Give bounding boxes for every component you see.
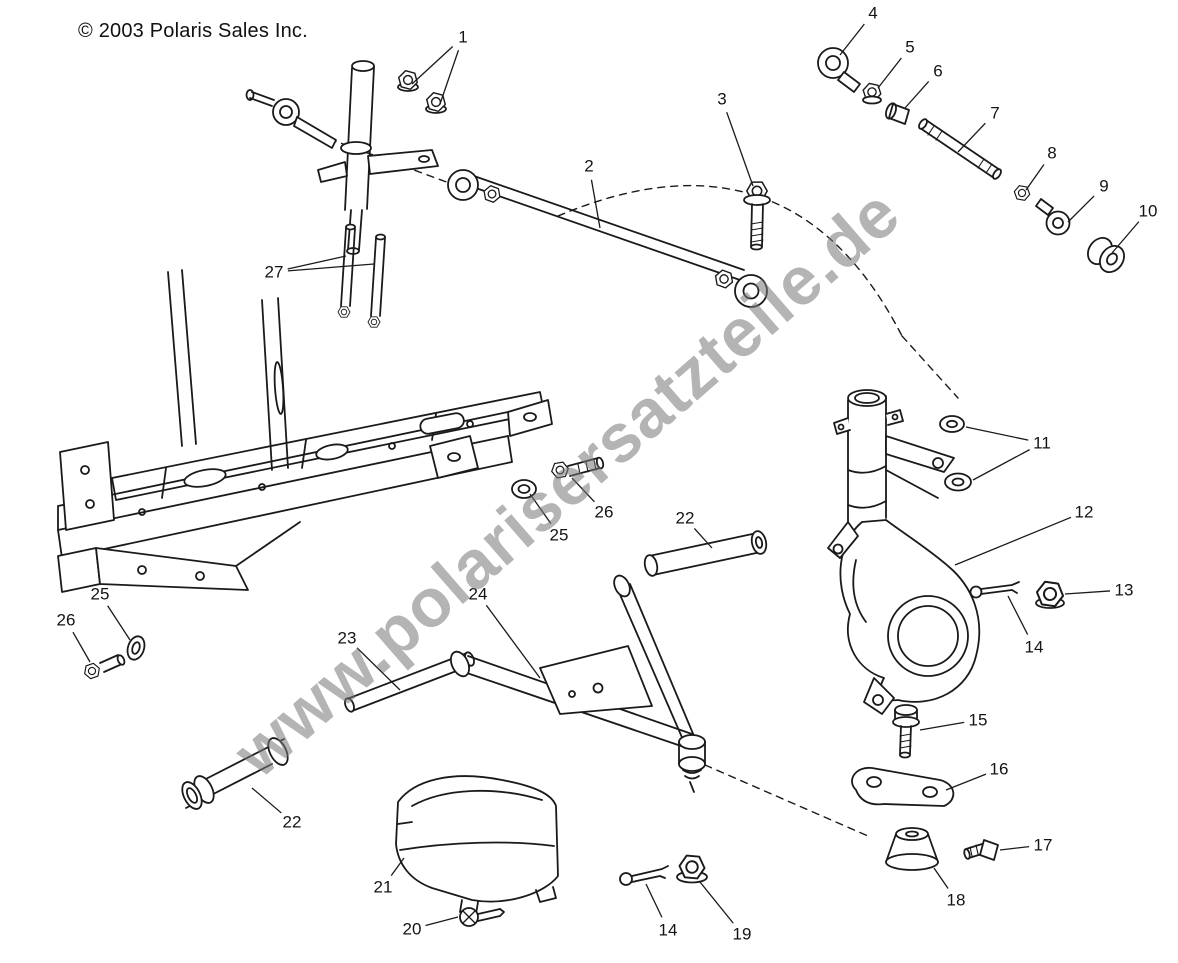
callout-leader-line — [877, 57, 902, 89]
callout-8: 8 — [1047, 144, 1056, 163]
steering-post — [245, 60, 439, 255]
callout-leader-line — [425, 916, 459, 927]
callout-leader-line — [439, 50, 460, 105]
callout-leader-line — [957, 122, 986, 153]
bolt-15 — [892, 704, 920, 759]
callout-26: 26 — [595, 503, 614, 522]
callout-leader-line — [251, 787, 282, 814]
washer-upper — [939, 415, 965, 433]
callout-leader-line — [933, 867, 949, 889]
callout-leader-line — [571, 477, 595, 503]
castle-nut — [1034, 579, 1066, 609]
callout-25: 25 — [91, 585, 110, 604]
callout-leader-line — [590, 179, 601, 229]
callout-leader-line — [287, 263, 375, 272]
flange-nut-19 — [676, 854, 708, 884]
callout-22: 22 — [283, 813, 302, 832]
callout-leader-line — [965, 426, 1029, 441]
callout-leader-line — [411, 46, 454, 85]
callout-2: 2 — [584, 157, 593, 176]
callout-leader-line — [1067, 195, 1095, 223]
callout-leader-line — [356, 647, 401, 691]
callout-4: 4 — [868, 4, 877, 23]
frame — [57, 269, 553, 593]
callout-leader-line — [693, 527, 713, 549]
callout-leader-line — [839, 23, 865, 56]
callout-14: 14 — [1025, 638, 1044, 657]
callout-14: 14 — [659, 921, 678, 940]
callout-leader-line — [954, 516, 1072, 566]
callout-leader-line — [390, 857, 405, 877]
callout-leader-line — [1025, 164, 1045, 191]
callout-leader-line — [726, 111, 754, 187]
cone-bushing — [885, 827, 939, 871]
callout-1: 1 — [458, 28, 467, 47]
callout-leader-line — [945, 773, 987, 791]
callout-10: 10 — [1139, 202, 1158, 221]
callout-6: 6 — [933, 62, 942, 81]
callout-20: 20 — [403, 920, 422, 939]
bolt-washer-left — [81, 635, 146, 681]
callout-25: 25 — [550, 526, 569, 545]
flange-nuts — [395, 68, 449, 114]
callout-leader-line — [107, 605, 131, 641]
callout-leader-line — [485, 604, 541, 679]
callout-leader-line — [645, 883, 663, 918]
flange-bolt — [743, 181, 771, 251]
mounting-plate — [851, 767, 955, 807]
cotter-pin-bottom — [619, 865, 669, 886]
washer-lower — [944, 472, 972, 492]
callout-leader-line — [287, 255, 347, 270]
callout-leader-line — [699, 881, 734, 924]
callout-leader-line — [529, 493, 552, 524]
tie-rod — [447, 169, 768, 308]
callout-leader-line — [999, 845, 1030, 851]
callout-17: 17 — [1034, 836, 1053, 855]
callout-leader-line — [1064, 590, 1111, 595]
callout-leader-line — [1111, 221, 1140, 254]
callout-5: 5 — [905, 38, 914, 57]
callout-9: 9 — [1099, 177, 1108, 196]
copyright-text: © 2003 Polaris Sales Inc. — [78, 20, 308, 42]
tie-rod-end-kit — [817, 47, 1125, 273]
bushing-bottom — [181, 737, 289, 810]
a-arm — [450, 574, 706, 793]
callout-26: 26 — [57, 611, 76, 630]
callout-24: 24 — [469, 585, 488, 604]
callout-leader-line — [972, 449, 1030, 481]
callout-leader-line — [904, 81, 930, 109]
a-arm-guard — [395, 775, 559, 915]
screw-20 — [459, 907, 505, 927]
cotter-pin-right — [969, 581, 1020, 599]
knuckle-strut — [827, 389, 981, 715]
bolt-17 — [963, 839, 999, 861]
callout-27: 27 — [265, 263, 284, 282]
callout-21: 21 — [374, 878, 393, 897]
callout-23: 23 — [338, 629, 357, 648]
callout-22: 22 — [676, 509, 695, 528]
callout-16: 16 — [990, 760, 1009, 779]
callout-18: 18 — [947, 891, 966, 910]
callout-leader-line — [1007, 595, 1029, 635]
callout-19: 19 — [733, 925, 752, 944]
callout-15: 15 — [969, 711, 988, 730]
bolt-washer-mid — [511, 456, 605, 499]
callout-3: 3 — [717, 90, 726, 109]
callout-7: 7 — [990, 104, 999, 123]
callout-13: 13 — [1115, 581, 1134, 600]
bushing-tube-top — [643, 530, 768, 577]
callout-12: 12 — [1075, 503, 1094, 522]
callout-leader-line — [72, 631, 91, 663]
callout-leader-line — [919, 721, 965, 731]
callout-11: 11 — [1033, 434, 1051, 453]
